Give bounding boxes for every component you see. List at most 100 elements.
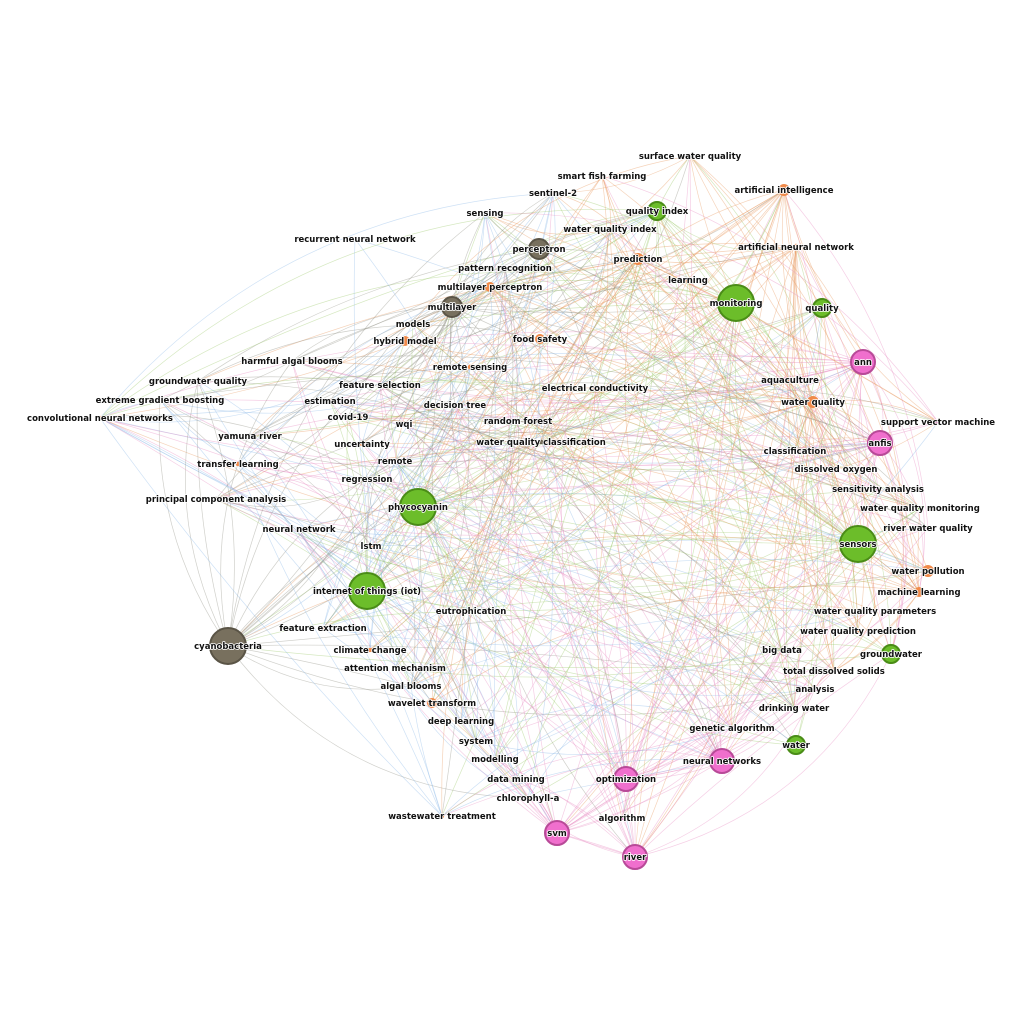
node-remote-sensing[interactable] xyxy=(467,364,473,370)
edge-neural-networks-remote-sensing xyxy=(469,366,723,762)
node-estimation[interactable] xyxy=(327,398,333,404)
node-support-vector-machine[interactable] xyxy=(935,419,941,425)
node-water-pollution[interactable] xyxy=(922,565,934,577)
node-sentinel-2[interactable] xyxy=(550,190,556,196)
edge-remote-sensing-decision-tree xyxy=(454,366,471,406)
node-classification[interactable] xyxy=(792,448,798,454)
node-electrical-conductivity[interactable] xyxy=(592,385,598,391)
node-feature-extraction[interactable] xyxy=(320,625,326,631)
node-artificial-neural-network[interactable] xyxy=(792,243,800,251)
node-data-mining[interactable] xyxy=(513,776,519,782)
node-perceptron[interactable] xyxy=(528,238,550,260)
edge-extreme-gradient-boosting-remote-sensing xyxy=(159,366,471,401)
node-harmful-algal-blooms[interactable] xyxy=(289,358,295,364)
node-wavelet-transform[interactable] xyxy=(427,698,437,708)
edge-internet-of-things-iot-sensitivity-analysis xyxy=(366,488,879,611)
node-quality-index[interactable] xyxy=(647,201,667,221)
edge-big-data-remote xyxy=(394,460,783,651)
node-cyanobacteria[interactable] xyxy=(209,627,247,665)
node-system[interactable] xyxy=(473,738,479,744)
node-sensors[interactable] xyxy=(839,525,877,563)
node-machine-learning[interactable] xyxy=(914,587,924,597)
node-smart-fish-farming[interactable] xyxy=(599,173,605,179)
node-deep-learning[interactable] xyxy=(458,718,464,724)
node-wqi[interactable] xyxy=(401,421,407,427)
edge-multilayer-perceptron-water-quality-monitoring xyxy=(489,286,921,509)
node-random-forest[interactable] xyxy=(515,418,521,424)
node-big-data[interactable] xyxy=(779,647,785,653)
node-recurrent-neural-network[interactable] xyxy=(352,236,358,242)
node-sensing[interactable] xyxy=(482,210,488,216)
node-water[interactable] xyxy=(786,735,806,755)
node-drinking-water[interactable] xyxy=(791,705,797,711)
node-dissolved-oxygen[interactable] xyxy=(833,466,839,472)
node-multilayer-perceptron[interactable] xyxy=(485,282,495,292)
node-water-quality-index[interactable] xyxy=(607,226,613,232)
node-water-quality[interactable] xyxy=(807,396,819,408)
node-convolutional-neural-networks[interactable] xyxy=(97,415,103,421)
node-aquaculture[interactable] xyxy=(787,377,793,383)
node-covid-19[interactable] xyxy=(345,414,351,420)
edge-chlorophyll-a-groundwater-quality xyxy=(197,380,529,799)
node-artificial-intelligence[interactable] xyxy=(778,184,790,196)
edge-classification-algal-blooms xyxy=(410,450,796,687)
edge-artificial-intelligence-food-safety xyxy=(539,189,785,340)
node-yamuna-river[interactable] xyxy=(247,433,253,439)
node-transfer-learning[interactable] xyxy=(235,461,241,467)
node-internet-of-things-iot[interactable] xyxy=(348,572,386,610)
node-algorithm[interactable] xyxy=(619,815,625,821)
node-quality[interactable] xyxy=(812,298,832,318)
node-learning[interactable] xyxy=(685,277,691,283)
node-hybrid-model[interactable] xyxy=(400,336,410,346)
edge-transfer-learning-extreme-gradient-boosting xyxy=(159,399,239,465)
edge-neural-networks-surface-water-quality xyxy=(689,155,723,762)
node-multilayer[interactable] xyxy=(441,296,463,318)
edge-wavelet-transform-machine-learning xyxy=(431,585,920,704)
edge-prediction-multilayer xyxy=(451,258,639,308)
edge-monitoring-remote xyxy=(394,302,737,462)
node-eutrophication[interactable] xyxy=(468,608,474,614)
node-genetic-algorithm[interactable] xyxy=(729,725,735,731)
node-sensitivity-analysis[interactable] xyxy=(875,486,881,492)
node-svm[interactable] xyxy=(544,820,570,846)
node-monitoring[interactable] xyxy=(717,284,755,322)
node-water-quality-prediction[interactable] xyxy=(855,628,861,634)
node-chlorophyll-a[interactable] xyxy=(525,795,531,801)
node-lstm[interactable] xyxy=(368,543,374,549)
node-wastewater-treatment[interactable] xyxy=(439,813,445,819)
node-total-dissolved-solids[interactable] xyxy=(831,668,837,674)
node-river[interactable] xyxy=(622,844,648,870)
node-river-water-quality[interactable] xyxy=(925,525,931,531)
edge-surface-water-quality-sentinel-2 xyxy=(552,155,691,194)
node-anfis[interactable] xyxy=(867,430,893,456)
node-analysis[interactable] xyxy=(812,686,818,692)
node-regression[interactable] xyxy=(364,476,370,482)
node-principal-component-analysis[interactable] xyxy=(213,496,219,502)
node-decision-tree[interactable] xyxy=(452,402,458,408)
edge-attention-mechanism-chlorophyll-a xyxy=(394,667,529,799)
node-groundwater[interactable] xyxy=(881,644,901,664)
node-climate-change[interactable] xyxy=(367,647,373,653)
node-modelling[interactable] xyxy=(492,756,498,762)
node-uncertainty[interactable] xyxy=(359,441,365,447)
node-water-quality-parameters[interactable] xyxy=(872,608,878,614)
node-food-safety[interactable] xyxy=(535,334,545,344)
node-pattern-recognition[interactable] xyxy=(502,265,508,271)
node-optimization[interactable] xyxy=(613,766,639,792)
node-prediction[interactable] xyxy=(632,253,644,265)
node-attention-mechanism[interactable] xyxy=(392,665,398,671)
node-groundwater-quality[interactable] xyxy=(195,378,201,384)
node-water-quality-monitoring[interactable] xyxy=(917,505,923,511)
node-ann[interactable] xyxy=(850,349,876,375)
node-neural-network[interactable] xyxy=(296,526,302,532)
node-models[interactable] xyxy=(410,321,416,327)
node-extreme-gradient-boosting[interactable] xyxy=(157,397,163,403)
node-water-quality-classification[interactable] xyxy=(538,439,544,445)
node-remote[interactable] xyxy=(392,458,398,464)
node-algal-blooms[interactable] xyxy=(408,683,414,689)
node-phycocyanin[interactable] xyxy=(399,488,437,526)
node-feature-selection[interactable] xyxy=(377,382,383,388)
node-neural-networks[interactable] xyxy=(709,748,735,774)
node-surface-water-quality[interactable] xyxy=(687,153,693,159)
edge-prediction-wavelet-transform xyxy=(431,258,639,704)
